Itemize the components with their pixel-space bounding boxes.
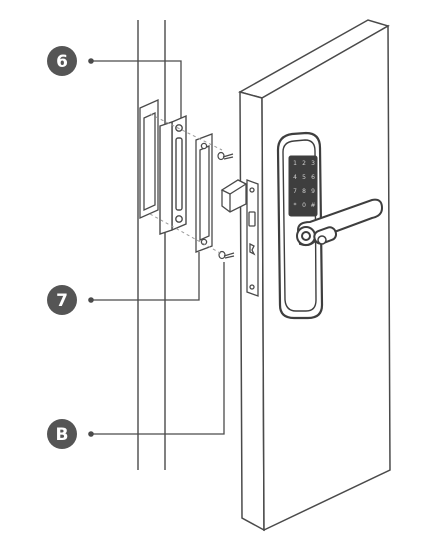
keypad-key: 6 xyxy=(311,174,315,181)
keypad-key: 1 xyxy=(293,160,297,167)
strike-plate xyxy=(159,114,187,235)
keypad-key: # xyxy=(310,202,315,209)
leader-lines xyxy=(91,60,225,435)
callout-6-badge: 6 xyxy=(47,46,77,76)
keypad-key: 2 xyxy=(302,160,306,167)
callout-6-label: 6 xyxy=(56,52,68,72)
callout-8-badge: B xyxy=(47,419,77,449)
callout-7-badge: 7 xyxy=(47,285,77,315)
screw-top xyxy=(217,151,234,161)
callout-8-label: B xyxy=(56,425,69,445)
door-frame xyxy=(137,20,166,470)
screw-bottom xyxy=(218,250,235,260)
strike-box xyxy=(195,133,213,253)
keypad-key: 7 xyxy=(293,188,297,195)
leader-7 xyxy=(91,252,200,301)
callout-7-label: 7 xyxy=(56,291,68,311)
latch-bolt xyxy=(220,179,248,213)
keypad-key: 8 xyxy=(302,188,306,195)
leader-dots xyxy=(88,58,94,437)
leader-8 xyxy=(91,262,225,435)
keypad-panel xyxy=(288,155,318,217)
keypad-key: 9 xyxy=(311,188,315,195)
alignment-lines xyxy=(149,113,223,255)
frame-mortise-recess xyxy=(139,98,159,220)
keypad-key: 3 xyxy=(311,160,315,167)
keypad-key: 4 xyxy=(293,174,297,181)
keypad-key: 5 xyxy=(302,174,306,181)
lever-handle xyxy=(296,198,384,247)
keypad-key: * xyxy=(294,202,297,209)
keypad-key: 0 xyxy=(302,202,306,209)
door-faceplate xyxy=(246,179,259,297)
leader-6 xyxy=(91,60,182,118)
